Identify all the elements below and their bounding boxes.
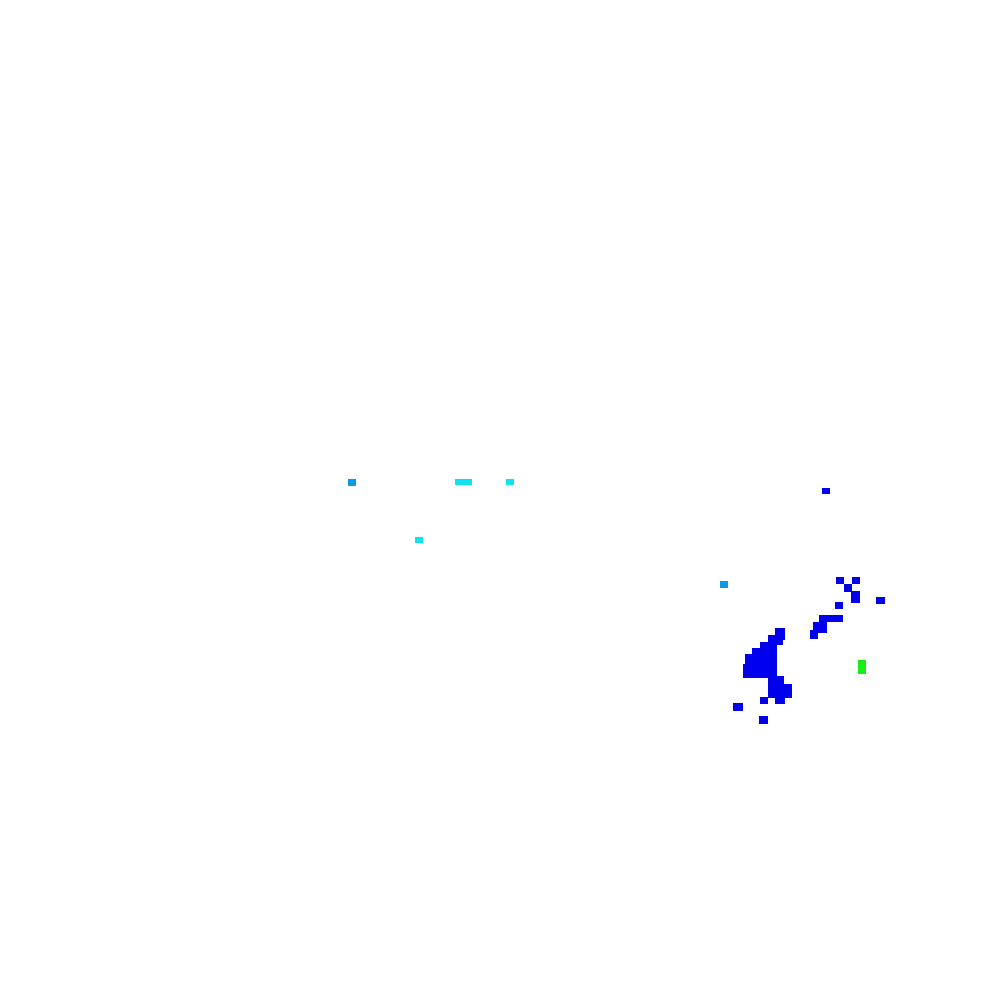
pixel-block-cyan (506, 479, 514, 485)
pixel-block-blue (876, 597, 885, 604)
pixel-block-blue (743, 664, 777, 678)
pixel-block-blue (835, 602, 843, 609)
pixel-block-blue (759, 716, 768, 724)
pixel-block-blue (819, 615, 843, 622)
pixel-block-cyan (415, 537, 423, 543)
pixel-block-blue (775, 696, 785, 704)
pixel-block-blue (822, 488, 830, 494)
pixel-block-blue (760, 642, 777, 652)
pixel-block-blue (844, 584, 852, 592)
pixel-block-green (858, 660, 866, 674)
pixel-block-blue (733, 703, 743, 711)
pixel-block-sky (720, 581, 728, 588)
pixel-block-blue (745, 654, 777, 666)
pixel-block-blue (852, 577, 860, 584)
pixel-block-blue (851, 591, 860, 603)
pixel-block-blue (836, 577, 844, 584)
pixel-block-blue (768, 676, 784, 686)
pixel-block-blue (810, 630, 818, 639)
pixel-block-blue (768, 684, 792, 698)
pixel-block-blue (760, 697, 768, 704)
pixel-block-blue (752, 648, 777, 656)
pixel-block-blue (768, 635, 783, 645)
pixel-block-blue (775, 628, 785, 640)
pixel-block-blue (813, 622, 827, 633)
pixel-block-sky (348, 479, 356, 486)
pixel-block-cyan (455, 479, 472, 485)
